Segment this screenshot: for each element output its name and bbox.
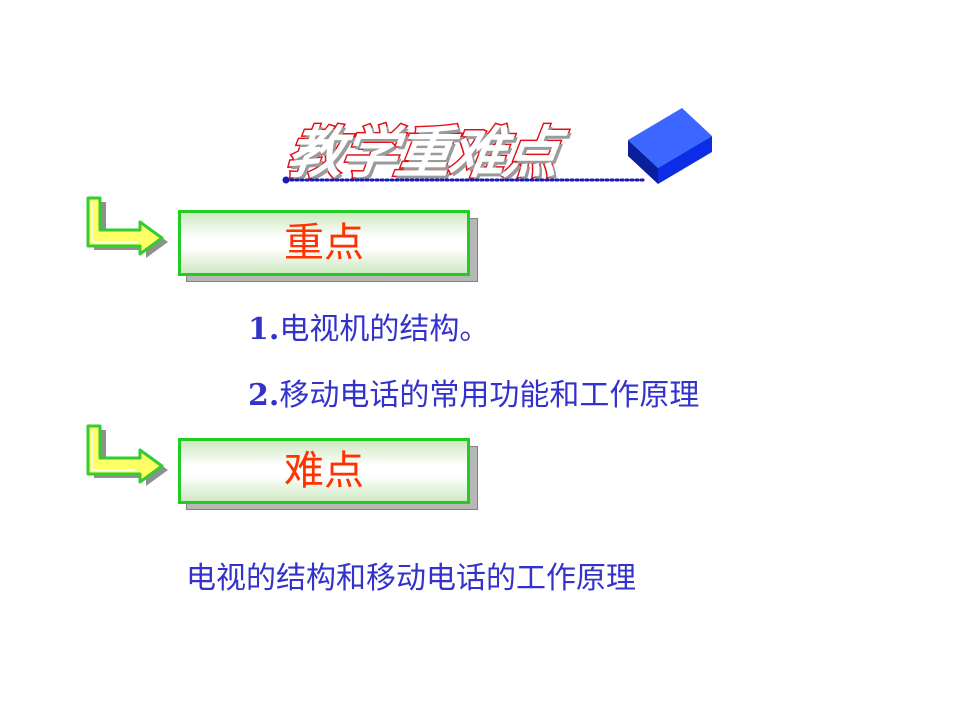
section-box-key-points: 重点 bbox=[178, 210, 478, 282]
section-label-difficult-points: 难点 bbox=[284, 448, 364, 494]
blue-cube-icon bbox=[628, 108, 712, 184]
l-arrow-icon bbox=[86, 196, 168, 258]
section-box-difficult-points: 难点 bbox=[178, 438, 478, 510]
list-item: 电视的结构和移动电话的工作原理 bbox=[186, 561, 636, 596]
title-area: 教学重难点 bbox=[280, 104, 720, 194]
section-label-key-points: 重点 bbox=[284, 220, 364, 266]
list-item: 1.电视机的结构。 bbox=[248, 312, 490, 347]
title-dotted-underline bbox=[282, 176, 646, 184]
l-arrow-icon bbox=[86, 424, 168, 486]
list-item: 2.移动电话的常用功能和工作原理 bbox=[248, 378, 700, 413]
